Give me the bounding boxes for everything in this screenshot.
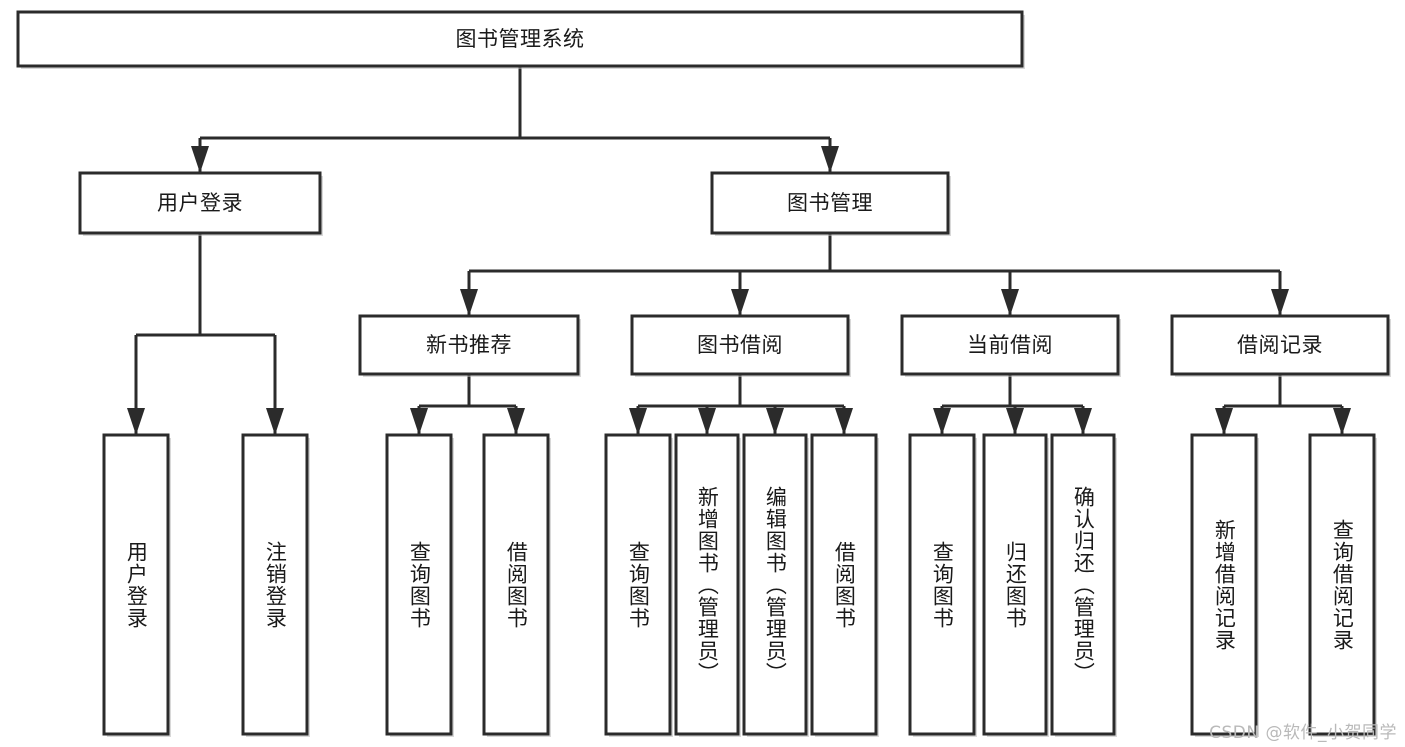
arrow-head-icon xyxy=(1001,289,1019,316)
node-box-book-borrow[interactable] xyxy=(630,314,850,376)
node-box-leaf-query-book-rec[interactable] xyxy=(385,433,453,736)
node-box-leaf-query-book-current[interactable] xyxy=(908,433,976,736)
node-box-leaf-borrow-book[interactable] xyxy=(810,433,878,736)
node-box-current-borrow[interactable] xyxy=(900,314,1120,376)
arrow-head-icon xyxy=(698,408,716,435)
node-box-leaf-confirm-return-admin[interactable] xyxy=(1050,433,1116,736)
arrow-head-icon xyxy=(410,408,428,435)
node-box-leaf-edit-book-admin[interactable] xyxy=(742,433,808,736)
arrow-head-icon xyxy=(821,146,839,173)
node-box-new-book-recommend[interactable] xyxy=(358,314,580,376)
arrow-head-icon xyxy=(1074,408,1092,435)
node-box-user-login[interactable] xyxy=(78,171,322,235)
arrow-head-icon xyxy=(1271,289,1289,316)
node-box-leaf-add-book-admin[interactable] xyxy=(674,433,740,736)
arrow-head-icon xyxy=(1215,408,1233,435)
node-box-leaf-borrow-book-rec[interactable] xyxy=(482,433,550,736)
node-box-leaf-add-borrow-record[interactable] xyxy=(1190,433,1258,736)
node-box-leaf-query-book-borrow[interactable] xyxy=(604,433,672,736)
arrow-head-icon xyxy=(835,408,853,435)
node-box-leaf-return-book[interactable] xyxy=(982,433,1048,736)
node-box-leaf-user-login[interactable] xyxy=(102,433,170,736)
node-box-borrow-record[interactable] xyxy=(1170,314,1390,376)
arrow-head-icon xyxy=(507,408,525,435)
arrow-head-icon xyxy=(1006,408,1024,435)
node-box-root[interactable] xyxy=(16,10,1024,68)
boxes-layer xyxy=(16,10,1391,737)
arrow-head-icon xyxy=(191,146,209,173)
arrow-head-icon xyxy=(731,289,749,316)
connectors-layer xyxy=(127,66,1351,435)
node-box-leaf-logout[interactable] xyxy=(241,433,309,736)
arrow-head-icon xyxy=(460,289,478,316)
arrow-head-icon xyxy=(1333,408,1351,435)
node-box-book-manage[interactable] xyxy=(710,171,950,235)
arrow-head-icon xyxy=(266,408,284,435)
arrow-head-icon xyxy=(127,408,145,435)
arrow-head-icon xyxy=(766,408,784,435)
arrow-head-icon xyxy=(933,408,951,435)
arrow-head-icon xyxy=(629,408,647,435)
node-box-leaf-query-borrow-record[interactable] xyxy=(1308,433,1376,736)
